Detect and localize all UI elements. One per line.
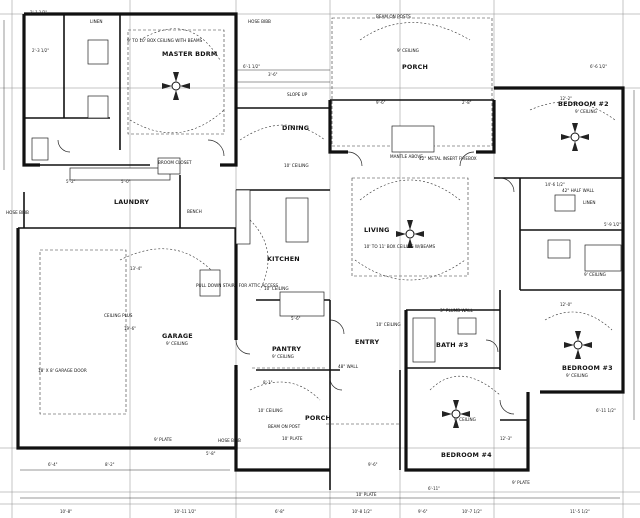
note-porch-ceiling: 9' CEILING xyxy=(397,48,419,53)
dim-bottom-1: 10'-8" xyxy=(60,509,72,514)
fixtures xyxy=(31,39,622,363)
dimension-lines xyxy=(3,20,635,499)
note-half-wall: 42" HALF WALL xyxy=(562,188,595,193)
room-label-bedroom4: BEDROOM #4 xyxy=(441,451,492,459)
room-label-bedroom2: BEDROOM #2 xyxy=(558,100,609,108)
dim-misc-1: 5'-0" xyxy=(121,179,131,184)
note-fireplace: 42" METAL INSERT FIREBOX xyxy=(419,156,477,161)
room-label-linen-right: LINEN xyxy=(583,200,595,205)
dim-bottom-7: 11'-5 1/2" xyxy=(570,509,590,514)
note-hose-bottom: HOSE BIBB xyxy=(218,438,241,443)
room-label-living: LIVING xyxy=(364,226,390,234)
ceiling-fan-icon xyxy=(442,400,470,428)
ceiling-fan-icon xyxy=(564,331,592,359)
dim-bottom-3: 6'-8" xyxy=(275,509,285,514)
ceiling-fan-icon xyxy=(396,220,424,248)
dim-bottom-2: 10'-11 1/2" xyxy=(174,509,196,514)
dim-porch-1: 5'-8" xyxy=(206,451,216,456)
dim-right-1: 6'-6 1/2" xyxy=(590,64,607,69)
room-label-bench: BENCH xyxy=(187,209,202,214)
dim-right-3: 6'-11" xyxy=(428,486,440,491)
room-label-laundry: LAUNDRY xyxy=(114,198,149,206)
dim-misc-9: 5'-6" xyxy=(291,316,301,321)
doors xyxy=(57,139,515,415)
note-hose-top: HOSE BIBB xyxy=(248,19,271,24)
dim-bottom-5: 9'-6" xyxy=(418,509,428,514)
room-label-pantry: PANTRY xyxy=(272,345,301,353)
dim-misc-5: 12'-2" xyxy=(560,96,572,101)
dim-garage-2: 8'-2" xyxy=(105,462,115,467)
note-bed4-ceiling: 9' CEILING xyxy=(454,417,476,422)
room-label-linen-top: LINEN xyxy=(90,19,102,24)
note-living-ceiling: 10' TO 11' BOX CEILING W/BEAMS xyxy=(364,244,435,249)
ceiling-fan-icon xyxy=(561,123,589,151)
note-kitchen-ceiling: 10' CEILING xyxy=(264,286,289,291)
dim-bottom-4: 10'-8 1/2" xyxy=(352,509,372,514)
dim-garage-1: 6'-4" xyxy=(48,462,58,467)
dim-misc-2: 9'-6" xyxy=(376,100,386,105)
note-beam-on-posts: BEAM ON POSTS xyxy=(376,14,411,19)
ceiling-outlines xyxy=(39,17,493,425)
room-labels: MASTER BDRM PORCH BEDROOM #2 DINING LAUN… xyxy=(90,19,613,459)
room-label-bath3: BATH #3 xyxy=(436,341,468,349)
note-hose-left: HOSE BIBB xyxy=(6,210,29,215)
note-pantry-ceiling: 9' CEILING xyxy=(272,354,294,359)
dim-misc-8: 8'-1" xyxy=(263,380,273,385)
note-plate-right: 9' PLATE xyxy=(512,480,530,485)
dim-misc-7: 12'-0" xyxy=(560,302,572,307)
note-slope-up: SLOPE UP xyxy=(287,92,308,97)
dim-porch-2: 9'-6" xyxy=(368,462,378,467)
room-label-master: MASTER BDRM xyxy=(162,50,217,58)
dim-top-4: 6'-1 1/2" xyxy=(243,64,260,69)
note-mantle: MANTLE ABOVE xyxy=(390,154,423,159)
room-label-porch-bottom: PORCH xyxy=(305,414,331,422)
dim-misc-10: 13'-4" xyxy=(130,266,142,271)
dim-misc-6: 14'-6 1/2" xyxy=(545,182,565,187)
dim-top-2: 2'-1 1/2" xyxy=(30,10,47,15)
room-label-bedroom3: BEDROOM #3 xyxy=(562,364,613,372)
dim-top-1: 2'-3 1/2" xyxy=(32,48,49,53)
room-label-broom: BROOM CLOSET xyxy=(158,160,192,165)
note-master-ceiling: 9' TO 10' BOX CEILING WITH BEAMS xyxy=(127,38,203,43)
note-bed3-ceiling: 9' CEILING xyxy=(566,373,588,378)
dim-misc-12: 12'-3" xyxy=(500,436,512,441)
note-plate-mid: 10' PLATE xyxy=(282,436,303,441)
note-plate-bottom: 10' PLATE xyxy=(356,492,377,497)
room-label-garage: GARAGE xyxy=(162,332,193,340)
dim-right-4: 6'-11 1/2" xyxy=(596,408,616,413)
room-label-entry: ENTRY xyxy=(355,338,379,346)
note-bath3-ceiling: 10' CEILING xyxy=(376,322,401,327)
note-beam-on-post: BEAM ON POST xyxy=(268,424,301,429)
dim-bottom-6: 10'-7 1/2" xyxy=(462,509,482,514)
room-label-porch-top: PORCH xyxy=(402,63,428,71)
dim-top-3: 3'-6" xyxy=(268,72,278,77)
note-bed2-ceiling: 9' CEILING xyxy=(575,109,597,114)
note-plumb-wall: 3" PLUMB WALL xyxy=(440,308,474,313)
dim-misc-11: 19'-6" xyxy=(124,326,136,331)
note-plate-left: 9' PLATE xyxy=(154,437,172,442)
note-garage-ceiling: 9' CEILING xyxy=(166,341,188,346)
note-ceil-dim: 9' CEILING xyxy=(584,272,606,277)
dimension-texts: 10'-8" 10'-11 1/2" 6'-8" 10'-8 1/2" 9'-6… xyxy=(30,10,621,514)
note-pulldown: PULL DOWN STAIRS FOR ATTIC ACCESS xyxy=(196,283,279,288)
note-wall-height: 48" WALL xyxy=(338,364,359,369)
plan-notes: 9' TO 10' BOX CEILING WITH BEAMS BEAM ON… xyxy=(6,14,606,497)
note-porch-bottom-ceiling: 10' CEILING xyxy=(258,408,283,413)
note-ceiling-plus: CEILING PLUS xyxy=(104,313,133,318)
note-garage-door: 18' X 8' GARAGE DOOR xyxy=(38,368,87,373)
electrical-arcs xyxy=(119,22,616,401)
ceiling-fan-icon xyxy=(162,72,190,100)
room-label-dining: DINING xyxy=(282,124,309,132)
dim-misc-4: 5'-2" xyxy=(66,179,76,184)
room-label-kitchen: KITCHEN xyxy=(267,255,300,263)
dim-right-2: 5'-9 1/2" xyxy=(604,222,621,227)
dim-misc-3: 2'-8" xyxy=(462,100,472,105)
note-dining-ceiling: 10' CEILING xyxy=(284,163,309,168)
